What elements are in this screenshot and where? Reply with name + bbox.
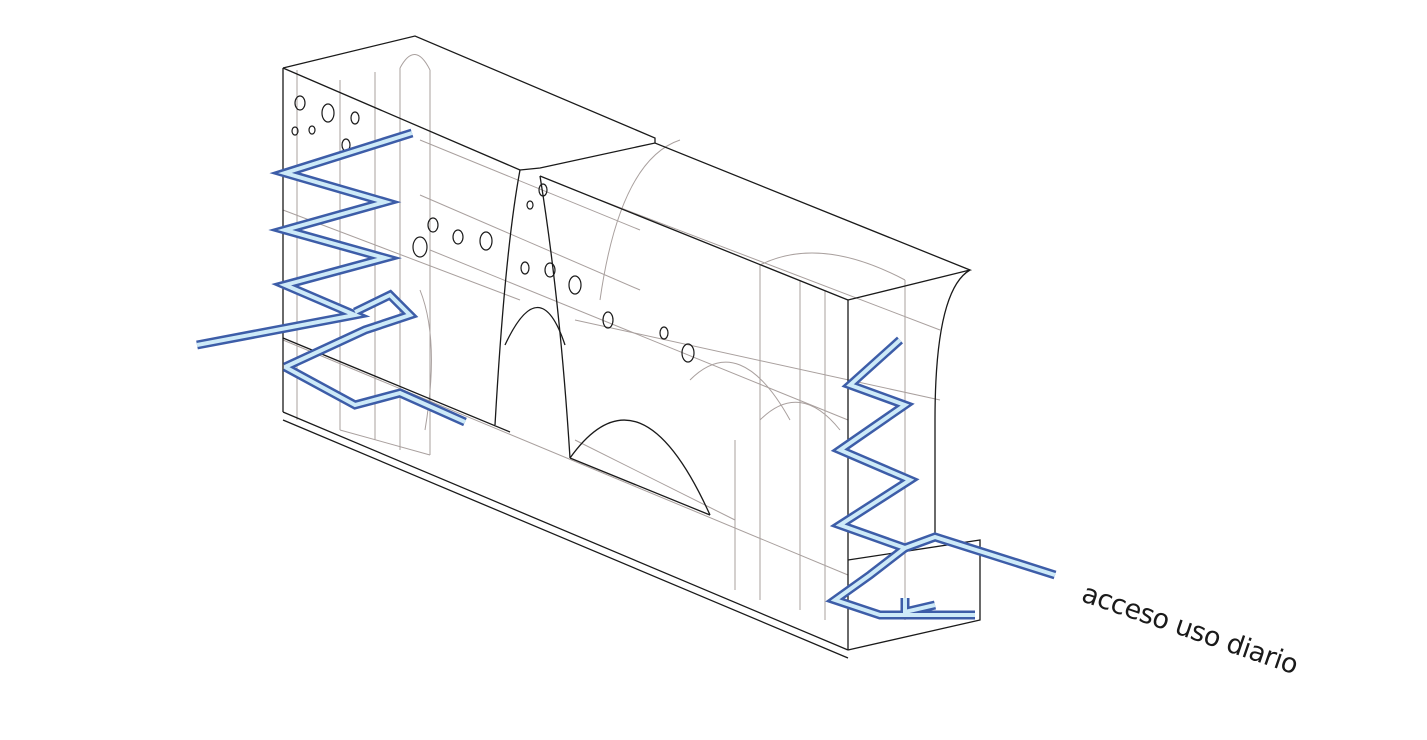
circulation-path-right <box>825 336 1057 620</box>
hidden-structure-lines <box>282 54 941 620</box>
holes <box>291 95 695 363</box>
building-outline <box>282 35 981 659</box>
circulation-path-left <box>196 128 467 427</box>
